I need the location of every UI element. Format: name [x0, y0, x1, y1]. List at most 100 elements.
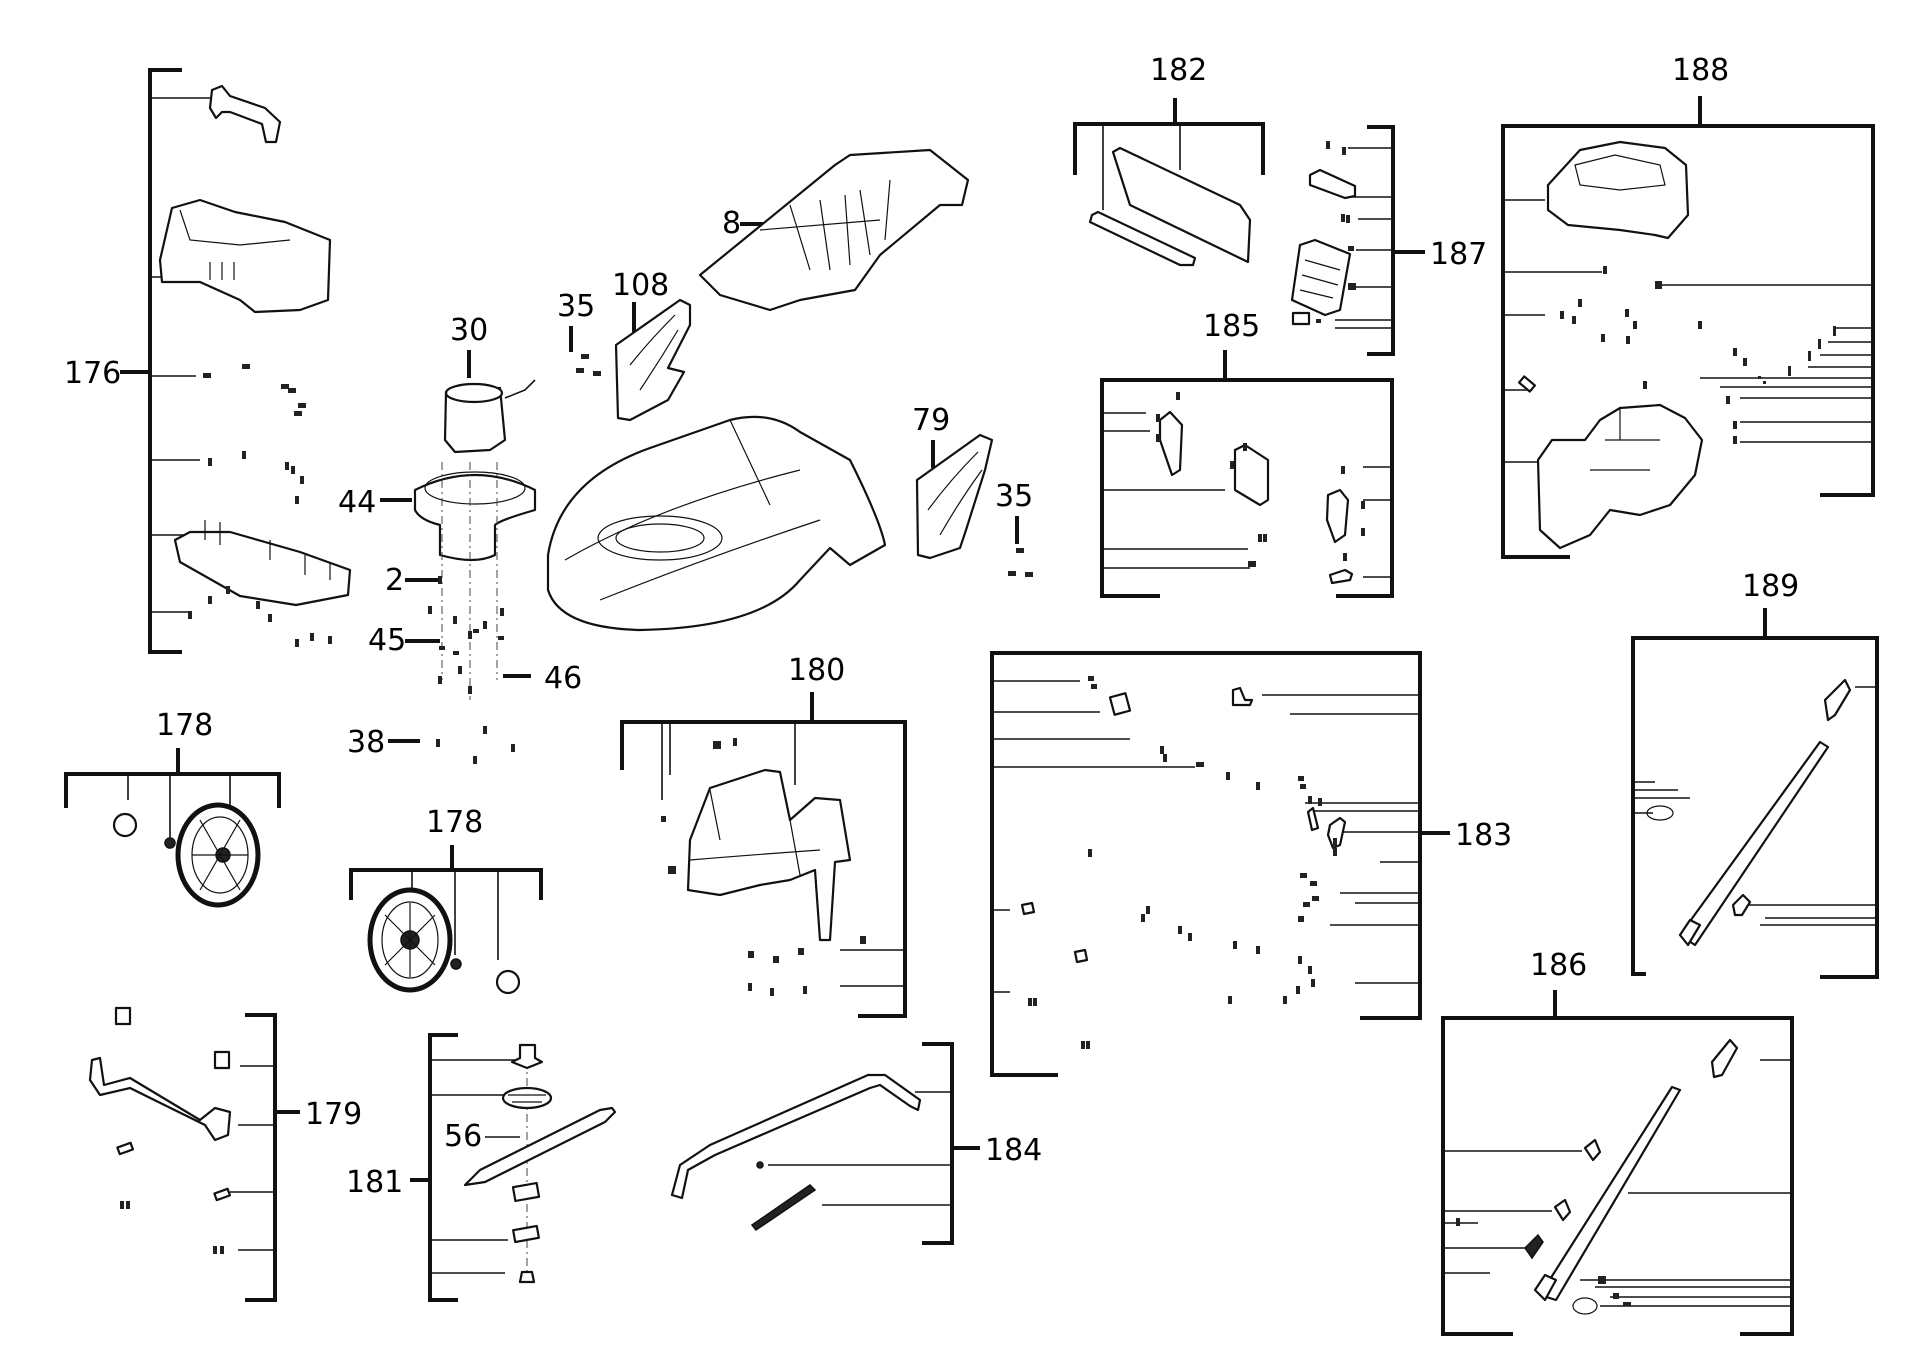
clip-part[interactable] — [1108, 692, 1132, 716]
callout-185[interactable]: 185 — [1203, 309, 1260, 344]
blade-washer-part[interactable] — [512, 1224, 540, 1244]
callout-189[interactable]: 189 — [1742, 569, 1799, 604]
latch-left-part[interactable] — [1158, 410, 1184, 477]
screw-icon — [281, 384, 289, 389]
screw-icon — [1156, 434, 1160, 442]
screw-icon — [438, 576, 442, 584]
fasteners-187 — [1316, 141, 1356, 323]
screw-icon — [1156, 414, 1160, 422]
screw-icon — [1726, 396, 1730, 404]
callout-2[interactable]: 2 — [385, 563, 404, 598]
battery-tray-part[interactable] — [173, 530, 352, 607]
callout-79[interactable]: 79 — [912, 403, 950, 438]
seal-strip-part[interactable] — [1517, 375, 1537, 393]
handle-grip-part[interactable] — [1823, 678, 1852, 722]
callout-178-center[interactable]: 178 — [426, 805, 483, 840]
knob-part[interactable] — [1731, 893, 1752, 917]
motor-mount-part[interactable] — [413, 473, 537, 562]
screw-icon — [1300, 784, 1306, 789]
screw-icon — [1333, 838, 1337, 846]
callout-38[interactable]: 38 — [347, 725, 385, 760]
hub-cap-part[interactable] — [112, 812, 138, 838]
callout-188[interactable]: 188 — [1672, 53, 1729, 88]
discharge-chute-part[interactable] — [686, 768, 852, 942]
handle-tube-part[interactable] — [1678, 740, 1830, 947]
blade-nut-part[interactable] — [518, 1270, 536, 1284]
right-side-bracket-part[interactable] — [915, 433, 994, 560]
knob-part[interactable] — [1583, 1138, 1602, 1162]
callout-44[interactable]: 44 — [338, 485, 376, 520]
fasteners-motor — [428, 576, 515, 764]
callout-184[interactable]: 184 — [985, 1133, 1042, 1168]
callout-45[interactable]: 45 — [368, 623, 406, 658]
motor-part[interactable] — [443, 386, 507, 454]
callout-8[interactable]: 8 — [722, 206, 741, 241]
callout-35-right[interactable]: 35 — [995, 479, 1033, 514]
screw-icon — [1341, 214, 1345, 222]
cam-lever-part[interactable] — [1524, 1233, 1544, 1260]
latch-center-part[interactable] — [1233, 443, 1270, 507]
clip-part[interactable] — [114, 1006, 132, 1026]
handle-grip-part[interactable] — [1710, 1038, 1739, 1079]
screw-icon — [1298, 776, 1304, 781]
screw-icon — [439, 646, 445, 650]
clip-part[interactable] — [213, 1050, 231, 1070]
screw-icon — [1081, 1041, 1085, 1049]
callout-178-left[interactable]: 178 — [156, 708, 213, 743]
screw-icon — [1625, 309, 1629, 317]
seal-part[interactable] — [1291, 311, 1311, 326]
height-adjust-axle-part[interactable] — [88, 1056, 232, 1142]
screw-icon — [1226, 772, 1230, 780]
screw-icon — [1160, 746, 1164, 754]
hub-cap-part[interactable] — [495, 969, 521, 995]
knob-part[interactable] — [1553, 1198, 1572, 1222]
screw-icon — [1348, 246, 1354, 251]
callout-181[interactable]: 181 — [346, 1165, 403, 1200]
blade-washer-part[interactable] — [511, 1181, 541, 1203]
blade-adapter-part[interactable] — [510, 1043, 544, 1070]
left-side-bracket-part[interactable] — [614, 298, 692, 422]
control-board-part[interactable] — [1290, 238, 1352, 317]
handle-tube-part[interactable] — [1538, 1085, 1682, 1302]
callout-176[interactable]: 176 — [64, 356, 121, 391]
carry-handle-part[interactable] — [208, 84, 282, 144]
latch-button-part[interactable] — [1328, 568, 1354, 585]
lever-part[interactable] — [1326, 816, 1347, 850]
washer-part[interactable] — [1572, 1297, 1598, 1315]
switch-bracket-part[interactable] — [1308, 168, 1357, 200]
callout-56[interactable]: 56 — [444, 1119, 482, 1154]
spring-part[interactable] — [750, 1184, 817, 1232]
cap-part[interactable] — [1020, 901, 1036, 916]
callout-180[interactable]: 180 — [788, 653, 845, 688]
top-housing-part[interactable] — [698, 148, 970, 312]
callout-186[interactable]: 186 — [1530, 948, 1587, 983]
callout-182[interactable]: 182 — [1150, 53, 1207, 88]
flap-rod-part[interactable] — [1088, 210, 1197, 267]
callout-35-left[interactable]: 35 — [557, 289, 595, 324]
clamp-part[interactable] — [1231, 686, 1254, 707]
blade-part[interactable] — [463, 1106, 617, 1187]
callout-179[interactable]: 179 — [305, 1097, 362, 1132]
screw-icon — [1176, 392, 1180, 400]
battery-compartment-part[interactable] — [1536, 403, 1704, 550]
deck-part[interactable] — [546, 415, 887, 632]
bail-lever-part[interactable] — [670, 1073, 922, 1200]
washer-part[interactable] — [1646, 805, 1674, 821]
screw-icon — [593, 371, 601, 376]
bearing-part[interactable] — [164, 837, 176, 849]
callout-183[interactable]: 183 — [1455, 818, 1512, 853]
cap-part[interactable] — [1073, 948, 1089, 964]
screw-icon — [468, 631, 472, 639]
fan-part[interactable] — [501, 1086, 553, 1110]
callout-46[interactable]: 46 — [544, 661, 582, 696]
screw-icon — [285, 462, 289, 470]
battery-housing-part[interactable] — [158, 198, 332, 314]
latch-right-part[interactable] — [1325, 488, 1350, 544]
callout-30[interactable]: 30 — [450, 313, 488, 348]
callout-187[interactable]: 187 — [1430, 237, 1487, 272]
rear-flap-part[interactable] — [1111, 146, 1252, 264]
fasteners-186 — [1456, 1218, 1631, 1306]
bearing-part[interactable] — [450, 958, 462, 970]
callout-108[interactable]: 108 — [612, 268, 669, 303]
screw-icon — [1316, 319, 1321, 323]
